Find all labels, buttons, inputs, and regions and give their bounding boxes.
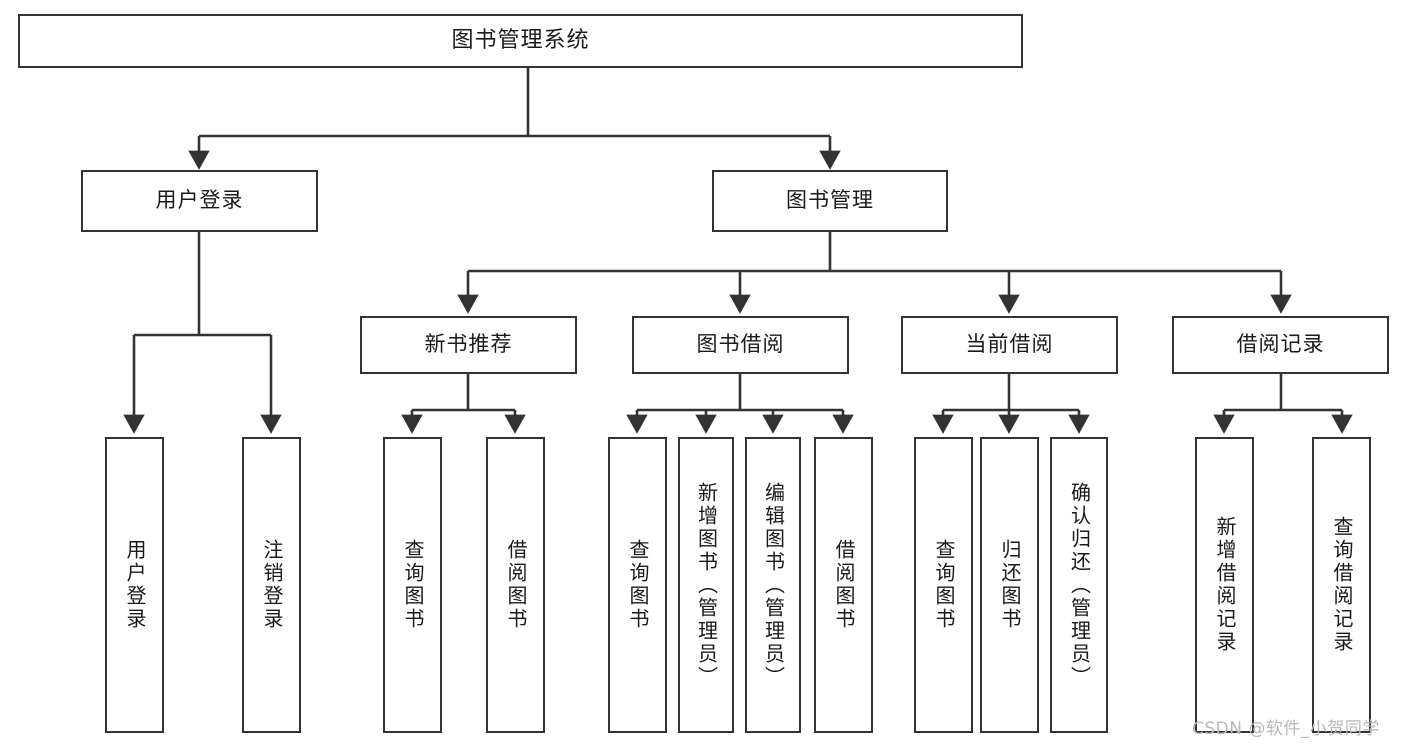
node-leaf-add-record-label: 新增借阅记录: [1213, 516, 1237, 654]
node-leaf-logout[interactable]: 注销登录: [242, 437, 301, 733]
node-leaf-borrow-book-1-label: 借阅图书: [504, 539, 528, 631]
node-leaf-query-book-1-label: 查询图书: [401, 539, 425, 631]
node-leaf-query-book-3-label: 查询图书: [932, 539, 956, 631]
node-leaf-edit-book-label: 编辑图书（管理员）: [761, 481, 786, 689]
node-leaf-user-login-label: 用户登录: [123, 539, 147, 631]
node-root[interactable]: 图书管理系统: [18, 14, 1023, 68]
node-leaf-add-book[interactable]: 新增图书（管理员）: [678, 437, 734, 733]
node-leaf-return-book-label: 归还图书: [998, 539, 1022, 631]
node-leaf-borrow-book-2[interactable]: 借阅图书: [814, 437, 873, 733]
node-leaf-query-record[interactable]: 查询借阅记录: [1312, 437, 1371, 733]
csdn-watermark: CSDN @软件_小贺同学: [1192, 719, 1380, 739]
node-leaf-borrow-book-1[interactable]: 借阅图书: [486, 437, 545, 733]
node-book-manage[interactable]: 图书管理: [712, 170, 948, 232]
node-leaf-add-record[interactable]: 新增借阅记录: [1195, 437, 1254, 733]
node-leaf-confirm-return[interactable]: 确认归还（管理员）: [1050, 437, 1108, 733]
node-leaf-query-book-1[interactable]: 查询图书: [383, 437, 442, 733]
node-current-borrow-label: 当前借阅: [965, 332, 1054, 357]
node-current-borrow[interactable]: 当前借阅: [901, 316, 1118, 374]
node-leaf-logout-label: 注销登录: [260, 539, 284, 631]
node-book-manage-label: 图书管理: [786, 188, 874, 213]
node-leaf-add-book-label: 新增图书（管理员）: [694, 481, 719, 689]
node-new-book-recommend-label: 新书推荐: [424, 332, 513, 357]
node-leaf-return-book[interactable]: 归还图书: [980, 437, 1039, 733]
node-user-login[interactable]: 用户登录: [81, 170, 318, 232]
node-borrow-record-label: 借阅记录: [1236, 332, 1325, 357]
node-borrow-record[interactable]: 借阅记录: [1172, 316, 1389, 374]
node-leaf-query-book-2[interactable]: 查询图书: [608, 437, 667, 733]
node-leaf-query-book-2-label: 查询图书: [626, 539, 650, 631]
node-leaf-query-record-label: 查询借阅记录: [1330, 516, 1354, 654]
node-book-borrow-label: 图书借阅: [696, 332, 785, 357]
node-root-label: 图书管理系统: [451, 27, 590, 53]
node-book-borrow[interactable]: 图书借阅: [632, 316, 849, 374]
node-new-book-recommend[interactable]: 新书推荐: [360, 316, 577, 374]
node-user-login-label: 用户登录: [155, 188, 244, 213]
node-leaf-confirm-return-label: 确认归还（管理员）: [1067, 481, 1092, 689]
node-leaf-borrow-book-2-label: 借阅图书: [832, 539, 856, 631]
node-leaf-user-login[interactable]: 用户登录: [105, 437, 164, 733]
node-leaf-edit-book[interactable]: 编辑图书（管理员）: [745, 437, 801, 733]
node-leaf-query-book-3[interactable]: 查询图书: [914, 437, 973, 733]
